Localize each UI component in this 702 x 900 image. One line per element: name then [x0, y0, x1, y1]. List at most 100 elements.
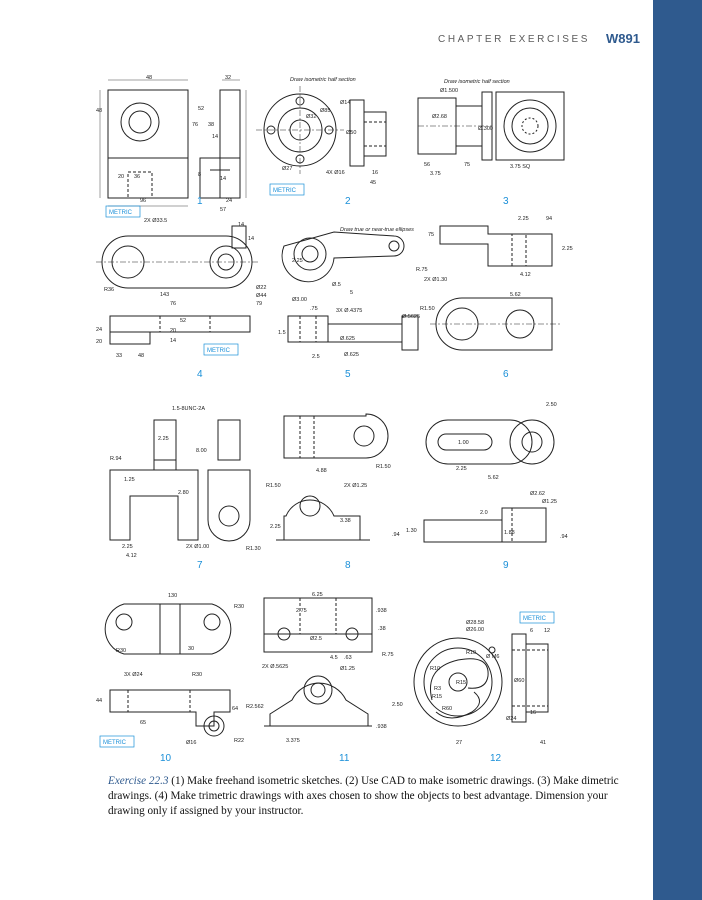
dim-text: 2.80	[178, 490, 189, 496]
metric-tag-4: METRIC	[207, 348, 231, 354]
dim-text: 4.12	[520, 272, 531, 278]
dim-text: 2.75	[296, 608, 307, 614]
dim-text: Ø14	[340, 100, 350, 106]
dim-text: Ø M6	[486, 654, 499, 660]
dim-text: 2.0	[480, 510, 488, 516]
metric-tags: METRIC METRIC METRIC METRIC METRIC	[99, 183, 555, 748]
dim-text: 48	[138, 353, 144, 359]
dim-text: 1.00	[458, 440, 469, 446]
dim-text: 2.50	[546, 402, 557, 408]
dims-1: 48 32 96 57 24 76 52 38 14 48 20 36 14 8	[96, 75, 232, 213]
dim-text: 1.5	[278, 330, 286, 336]
dim-text: 4.12	[126, 553, 137, 559]
dim-text: Ø22	[256, 285, 266, 291]
dim-text: 48	[146, 75, 152, 81]
dim-text: R.94	[110, 456, 122, 462]
dim-text: R1.50	[266, 483, 281, 489]
dim-text: 64	[232, 706, 238, 712]
drawing-6	[430, 225, 560, 351]
drawing-3	[417, 91, 565, 161]
dim-text: R.75	[382, 652, 394, 658]
dims-4: 2X Ø33.5 Ø22 Ø44 R36 143 76 79 14 14 52 …	[96, 218, 266, 359]
dim-text: R10	[430, 666, 440, 672]
dim-text: 3.375	[286, 738, 300, 744]
figure-number-2: 2	[345, 196, 351, 207]
metric-tag-2: METRIC	[273, 188, 297, 194]
dim-text: 3.75	[430, 171, 441, 177]
dims-11: 6.25 2.75 .938 Ø2.5 .38 R.75 2X Ø.5625 4…	[246, 592, 403, 744]
dim-text: 1.88	[504, 530, 515, 536]
dim-text: 16	[530, 710, 536, 716]
dim-text: 14	[220, 176, 226, 182]
dim-text: 8	[198, 172, 201, 178]
dim-text: 1.30	[406, 528, 417, 534]
dim-text: R30	[116, 648, 126, 654]
dim-text: 30	[188, 646, 194, 652]
dim-text: R30	[234, 604, 244, 610]
dim-text: 3X Ø24	[124, 672, 143, 678]
dim-text: 143	[160, 292, 169, 298]
dim-text: R.75	[416, 267, 428, 273]
dim-text: Ø24	[506, 716, 516, 722]
dim-text: 20	[170, 328, 176, 334]
dim-text: 1.5-8UNC-2A	[172, 406, 205, 412]
dim-text: 1.25	[124, 477, 135, 483]
dim-text: 5.62	[488, 475, 499, 481]
drawing-9	[423, 419, 555, 543]
dims-2: Ø14 Ø32 Ø50 Ø27 4X Ø16 Ø85 45 16	[282, 100, 378, 186]
dim-text: 75	[428, 232, 434, 238]
dim-text: 12	[544, 628, 550, 634]
dim-text: 32	[225, 75, 231, 81]
dim-text: Ø50	[346, 130, 356, 136]
dim-text: 5	[350, 290, 353, 296]
dim-text: R2.562	[246, 704, 264, 710]
dim-text: 79	[256, 301, 262, 307]
drawing-7	[109, 419, 251, 542]
dim-text: 76	[170, 301, 176, 307]
dim-text: 16	[372, 170, 378, 176]
dim-text: 48	[96, 108, 102, 114]
figure-number-1: 1	[197, 196, 203, 207]
dim-text: 2X Ø1.25	[344, 483, 367, 489]
dim-text: 3.38	[340, 518, 351, 524]
dims-5: 2.25 R.75 Ø.5 5 Ø3.00 3X Ø.4375 Ø.625 Ø.…	[278, 258, 428, 360]
dim-text: 52	[198, 106, 204, 112]
dims-12: Ø28.58 Ø26.00 Ø M6 R10 R10 R15 R60 R15 R…	[430, 620, 550, 746]
dim-text: Ø44	[256, 293, 266, 299]
figure-number-12: 12	[490, 753, 502, 764]
drawing-2	[256, 86, 387, 174]
dim-text: 6.25	[312, 592, 323, 598]
figure-number-4: 4	[197, 369, 203, 380]
dim-text: 8.00	[196, 448, 207, 454]
dim-text: Ø.300	[478, 126, 493, 132]
dim-text: 2X Ø33.5	[144, 218, 167, 224]
dim-text: R15	[456, 680, 466, 686]
dim-text: Ø1.500	[440, 88, 458, 94]
dim-text: 65	[140, 720, 146, 726]
dim-text: 2.25	[292, 258, 303, 264]
dim-text: Ø28.58	[466, 620, 484, 626]
dim-text: Ø16	[186, 740, 196, 746]
dim-text: 76	[192, 122, 198, 128]
note-ellipses-5: Draw true or near-true ellipses	[340, 227, 414, 233]
dim-text: 2X Ø1.30	[424, 277, 447, 283]
figure-number-11: 11	[339, 753, 350, 764]
dim-text: 2.25	[122, 544, 133, 550]
dim-text: 2X Ø.5625	[262, 664, 288, 670]
dim-text: 2.25	[456, 466, 467, 472]
figure-numbers: 1 2 3 4 5 6 7 8 9 10 11 12	[160, 196, 509, 764]
dim-text: Ø27	[282, 166, 292, 172]
dim-text: 14	[170, 338, 176, 344]
dim-text: 14	[212, 134, 218, 140]
dim-text: 3.75 SQ	[510, 164, 531, 170]
dim-text: R36	[104, 287, 114, 293]
dim-text: Ø2.5	[310, 636, 322, 642]
dim-text: Ø1.25	[340, 666, 355, 672]
figure-number-9: 9	[503, 560, 509, 571]
dim-text: 4.88	[316, 468, 327, 474]
dim-text: Ø.5	[332, 282, 341, 288]
dim-text: .94	[392, 532, 400, 538]
figure-number-5: 5	[345, 369, 351, 380]
dim-text: 2X Ø1.00	[186, 544, 209, 550]
dim-text: 130	[168, 593, 177, 599]
